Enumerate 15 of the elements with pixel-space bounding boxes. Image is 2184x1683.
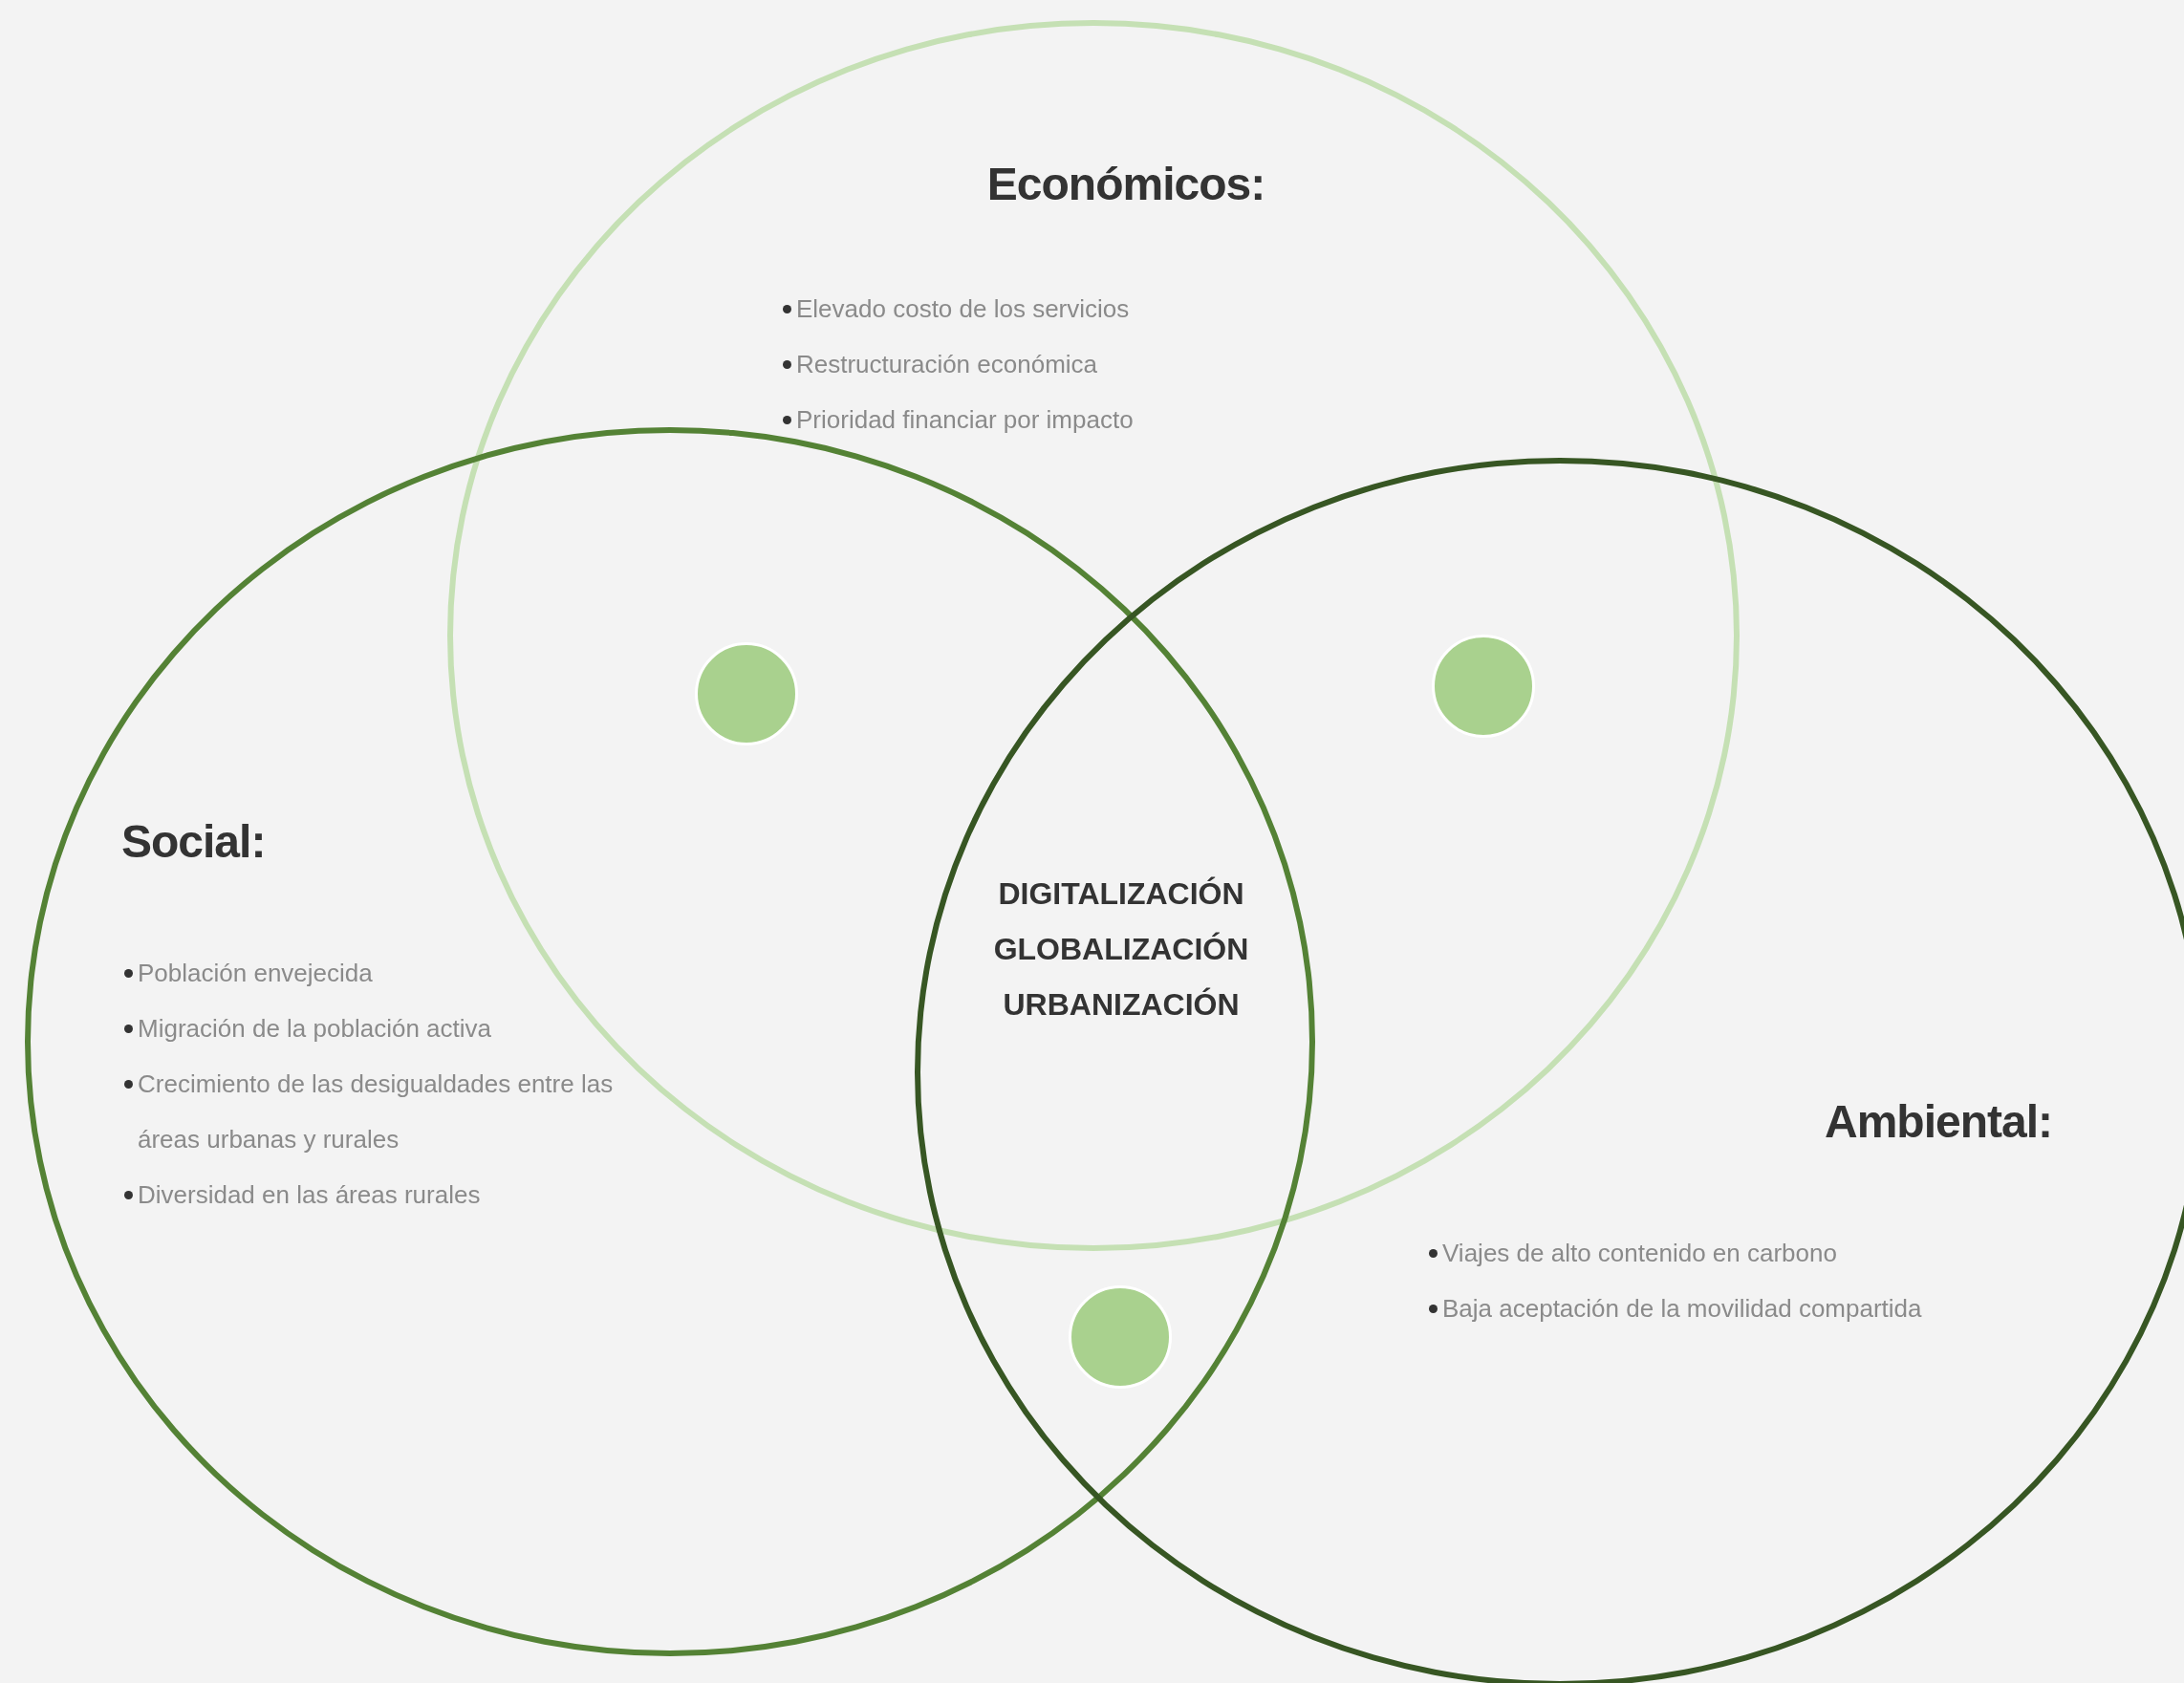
bullet-item: Migración de la población activa xyxy=(124,1001,669,1056)
center-label: GLOBALIZACIÓN xyxy=(993,931,1249,968)
category-heading: Ambiental: xyxy=(1825,1095,2052,1148)
bullet-item: Restructuración económica xyxy=(783,336,1452,392)
center-label: URBANIZACIÓN xyxy=(1003,986,1240,1024)
category-heading: Social: xyxy=(121,815,266,868)
bullet-item: Población envejecida xyxy=(124,945,669,1001)
bullet-item: Crecimiento de las desigualdades entre las áreas urbanas y rurales xyxy=(124,1056,669,1167)
center-label: DIGITALIZACIÓN xyxy=(998,875,1244,913)
bullet-item: Baja aceptación de la movilidad compartida xyxy=(1429,1281,2098,1336)
bullet-item: Viajes de alto contenido en carbono xyxy=(1429,1225,2098,1281)
bullet-item: Elevado costo de los servicios xyxy=(783,281,1452,336)
bullet-item: Prioridad financiar por impacto xyxy=(783,392,1452,447)
category-heading: Económicos: xyxy=(985,158,1266,210)
bullet-item: Diversidad en las áreas rurales xyxy=(124,1167,669,1222)
